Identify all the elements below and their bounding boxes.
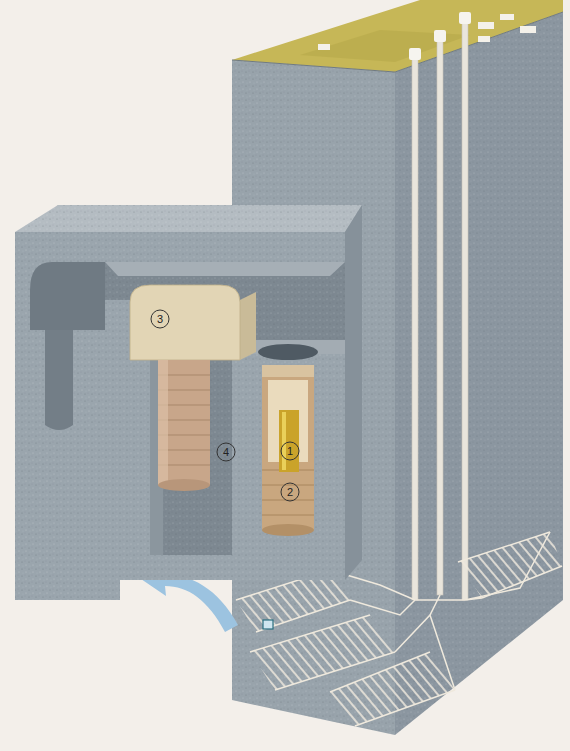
- callout-number: 4: [216, 442, 236, 462]
- building: [520, 26, 536, 33]
- backfill-column: [158, 360, 210, 485]
- detail-marker: [263, 620, 273, 629]
- cavity-ceiling: [105, 262, 345, 276]
- callout-circle: [217, 443, 235, 461]
- tunnel-side: [240, 292, 256, 360]
- buffer-base: [262, 524, 314, 536]
- bentonite-buffer: [262, 375, 314, 530]
- callout-number: 3: [150, 309, 170, 329]
- cutaway-face: [15, 232, 345, 600]
- waste-canister: [279, 410, 299, 472]
- building: [318, 44, 330, 50]
- ground-surface: [232, 0, 563, 72]
- headframe: [434, 30, 446, 42]
- callout-number: 1: [280, 441, 300, 461]
- shaft: [412, 58, 418, 600]
- callout-number: 2: [280, 482, 300, 502]
- column-base: [158, 479, 210, 491]
- shaft: [462, 22, 468, 600]
- rock-texture: [395, 12, 563, 735]
- shaft-hole: [45, 330, 73, 430]
- tunnel-end: [30, 262, 105, 330]
- building: [478, 22, 494, 29]
- callout-circle: [151, 310, 169, 328]
- headframe: [459, 12, 471, 24]
- building: [478, 36, 490, 42]
- callout-circle: [281, 483, 299, 501]
- backfill-tunnel: [130, 285, 240, 360]
- rock-texture: [15, 232, 345, 600]
- cavity-wall: [105, 262, 345, 555]
- building: [500, 14, 514, 20]
- field-patch: [300, 30, 470, 62]
- rock-side: [395, 12, 563, 735]
- block-edge: [232, 60, 395, 72]
- canister-highlight: [282, 412, 286, 470]
- rock-texture: [105, 262, 345, 555]
- deposition-tunnels: [330, 652, 455, 726]
- callout-circle: [281, 442, 299, 460]
- shaft: [437, 40, 443, 595]
- column-highlight: [158, 360, 168, 485]
- access-tunnel: [330, 532, 550, 690]
- headframe: [409, 48, 421, 60]
- rock-texture: [15, 205, 362, 232]
- hole-opening: [258, 344, 318, 360]
- block-edge: [395, 12, 563, 72]
- buffer-rings: [262, 470, 314, 515]
- buffer-top: [262, 365, 314, 377]
- cutaway-side: [345, 205, 362, 580]
- cutaway-top: [15, 205, 362, 232]
- deposition-tunnels: [458, 532, 562, 598]
